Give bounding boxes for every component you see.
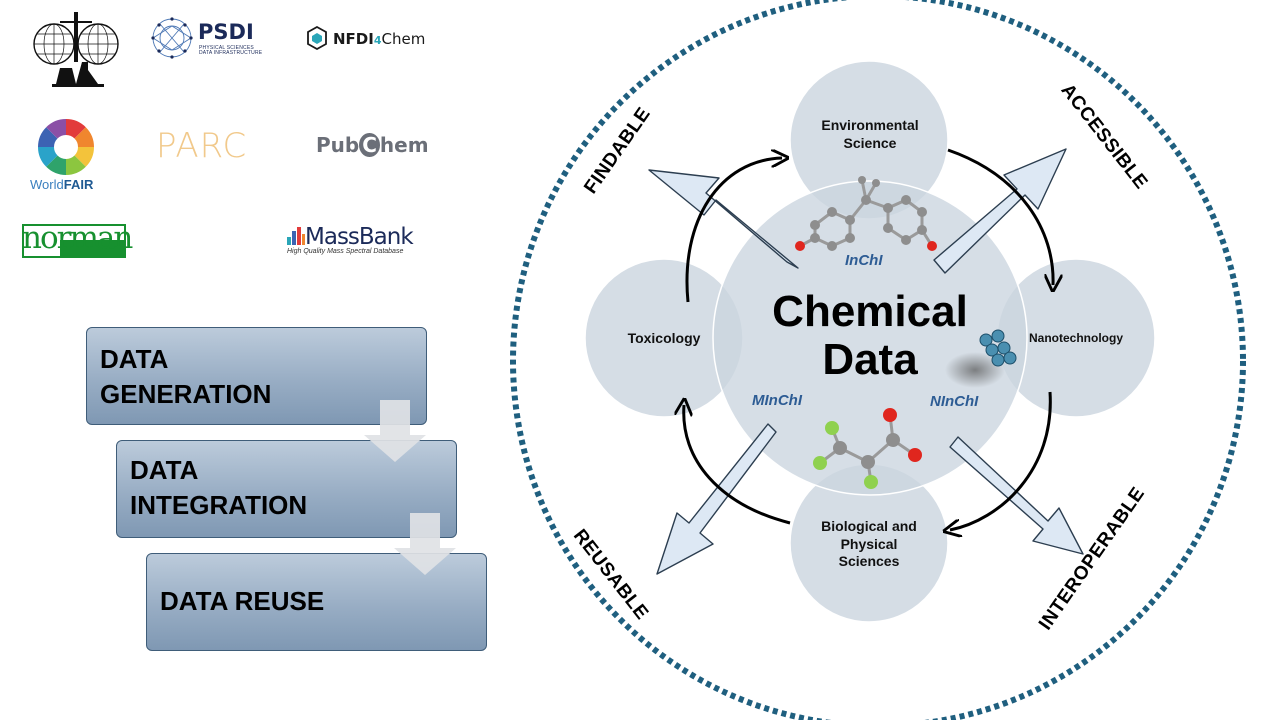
biological-line1: Biological and [821, 518, 917, 534]
massbank-subtitle: High Quality Mass Spectral Database [287, 248, 404, 255]
nfdi-suffix: Chem [381, 30, 426, 48]
inchi-label: InChI [845, 252, 883, 269]
psdi-subtitle-line2: DATA INFRASTRUCTURE [199, 50, 263, 56]
nanotechnology-label: Nanotechnology [1028, 331, 1123, 345]
nfdi-hexagon-icon [307, 26, 327, 50]
data-generation-line2: GENERATION [100, 379, 272, 409]
psdi-network-icon [151, 17, 193, 59]
accessible-arrow-icon [933, 148, 1067, 274]
massbank-name: MassBank [305, 224, 414, 250]
environmental-label: Environmental Science [800, 116, 940, 152]
reusable-arrow-icon [656, 423, 777, 575]
data-generation-box: DATA GENERATION [86, 327, 427, 425]
outer-dotted-ring [510, 0, 1246, 720]
cycle-arrow-bottom-right [950, 391, 1052, 530]
biological-line2: Physical [840, 535, 898, 552]
minchi-label: MInChI [752, 392, 802, 409]
chemical-data-line1: Chemical [772, 287, 968, 336]
pubchem-letter: C [359, 133, 380, 157]
chemical-data-title: Chemical Data [750, 288, 990, 384]
bisphenol-molecule-icon [795, 176, 937, 251]
data-reuse-label: DATA REUSE [160, 586, 325, 616]
cycle-arrow-bottom-left [684, 405, 791, 525]
environmental-line1: Environmental [821, 117, 919, 133]
psdi-name: PSDI [198, 20, 254, 44]
environmental-line2: Science [843, 135, 897, 151]
massbank-bars-icon [287, 227, 305, 245]
iupac-emblem-icon [33, 12, 119, 87]
psdi-subtitle-line1: PHYSICAL SCIENCES [199, 45, 254, 51]
parc-name: PARC [156, 126, 248, 166]
nfdi-number: 4 [373, 34, 382, 47]
nfdi-prefix: NFDI [333, 30, 374, 48]
worldfair-wheel-icon [38, 119, 94, 175]
cycle-arrow-top-right [947, 148, 1053, 285]
data-integration-line2: INTEGRATION [130, 490, 308, 520]
worldfair-suffix: FAIR [63, 177, 94, 192]
process-down-arrows [364, 400, 456, 575]
norman-bar [60, 240, 126, 258]
ninchi-label: NInChI [930, 393, 979, 410]
worldfair-prefix: World [30, 177, 64, 192]
norman-name: norman [22, 220, 133, 256]
data-integration-line1: DATA [130, 455, 199, 485]
findable-arrow-icon [648, 169, 799, 269]
toxicology-label: Toxicology [627, 330, 701, 346]
nanoparticle-cluster-icon [945, 329, 1017, 388]
psdi-subtitle: PHYSICAL SCIENCES DATA INFRASTRUCTURE [199, 46, 262, 56]
nfdi-name: NFDI4Chem [333, 30, 425, 48]
chemical-data-line2: Data [822, 335, 918, 384]
biological-line3: Sciences [838, 553, 900, 569]
fluorinated-molecule-icon [813, 408, 922, 489]
biological-label: Biological and Physical Sciences [800, 518, 938, 571]
down-arrow-icon [364, 400, 426, 462]
data-generation-line1: DATA [100, 344, 169, 374]
pubchem-suffix: hem [379, 133, 429, 157]
worldfair-name: WorldFAIR [30, 177, 93, 192]
pubchem-prefix: Pub [316, 133, 360, 157]
interoperable-arrow-icon [949, 436, 1084, 555]
cycle-arrow-top-left [685, 158, 782, 303]
down-arrow-icon [394, 513, 456, 575]
